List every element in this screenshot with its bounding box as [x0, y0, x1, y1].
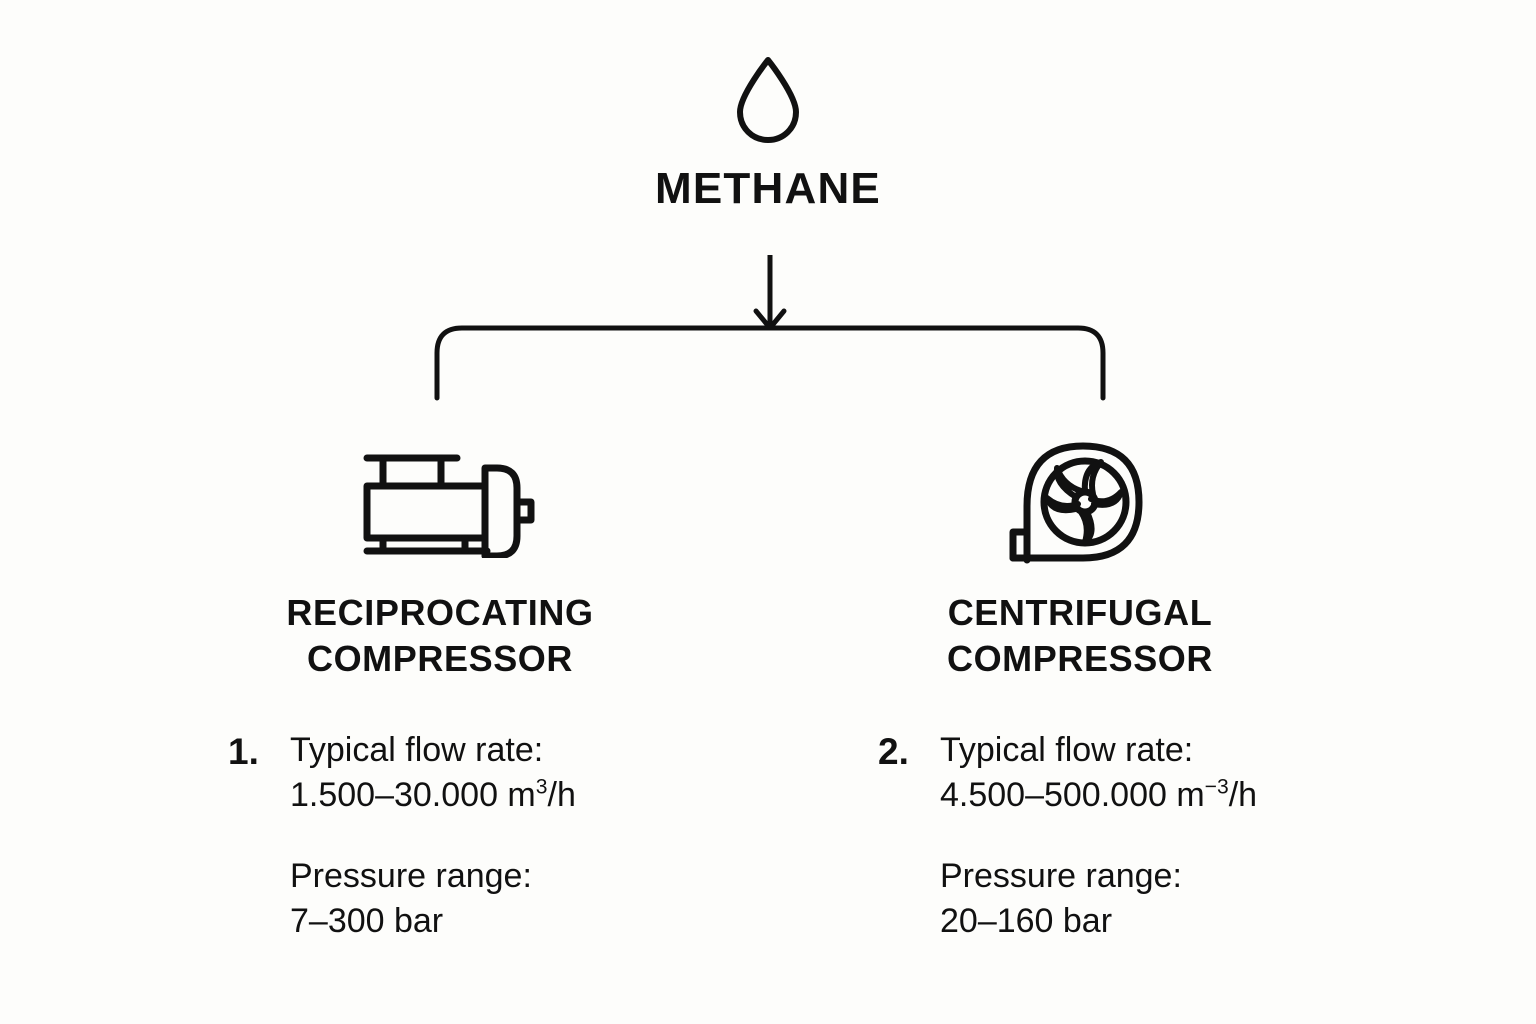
spec-group-flow-rate: Typical flow rate: 4.500–500.000 m−3/h — [940, 728, 1257, 818]
spec-lines: Typical flow rate: 4.500–500.000 m−3/h P… — [940, 728, 1257, 944]
impeller-blades-icon — [1044, 459, 1124, 545]
spec-value: 20–160 bar — [940, 899, 1257, 944]
spec-value-prefix: 20–160 bar — [940, 901, 1113, 940]
spec-value: 7–300 bar — [290, 899, 576, 944]
branch-title-line-2: COMPRESSOR — [946, 638, 1214, 680]
spec-group-pressure-range: Pressure range: 20–160 bar — [940, 854, 1257, 944]
split-bar — [434, 325, 1106, 401]
branch-reciprocating: RECIPROCATING COMPRESSOR 1. Typical flow… — [160, 432, 720, 944]
branch-centrifugal: CENTRIFUGAL COMPRESSOR 2. Typical flow r… — [800, 432, 1360, 944]
reciprocating-compressor-icon — [363, 454, 535, 558]
spec-group-pressure-range: Pressure range: 7–300 bar — [290, 854, 576, 944]
spec-block: 1. Typical flow rate: 1.500–30.000 m3/h … — [160, 728, 720, 944]
spec-value-prefix: 4.500–500.000 m — [940, 776, 1205, 815]
spec-value-sup: −3 — [1204, 775, 1229, 799]
branch-title: RECIPROCATING COMPRESSOR — [160, 590, 720, 682]
branch-title-line-1: RECIPROCATING — [286, 592, 594, 633]
spec-value-sup: 3 — [535, 775, 548, 799]
branch-icon-wrap — [160, 432, 720, 572]
spec-block: 2. Typical flow rate: 4.500–500.000 m−3/… — [800, 728, 1360, 944]
spec-label: Typical flow rate: — [940, 731, 1194, 770]
source-label: METHANE — [655, 164, 881, 213]
centrifugal-compressor-icon — [1009, 442, 1143, 564]
spec-value-suffix: /h — [1228, 776, 1258, 815]
water-droplet-icon — [737, 57, 799, 143]
spec-value-prefix: 7–300 bar — [290, 901, 444, 940]
spec-value-suffix: /h — [547, 776, 576, 815]
spec-label: Typical flow rate: — [290, 731, 544, 770]
branch-connector — [434, 255, 1106, 401]
branch-title-line-1: CENTRIFUGAL — [947, 592, 1213, 633]
spec-label: Pressure range: — [290, 856, 532, 895]
branch-title: CENTRIFUGAL COMPRESSOR — [800, 590, 1360, 682]
spec-value: 4.500–500.000 m−3/h — [940, 773, 1257, 818]
branch-title-line-2: COMPRESSOR — [306, 638, 574, 680]
spec-group-flow-rate: Typical flow rate: 1.500–30.000 m3/h — [290, 728, 576, 818]
branch-icon-wrap — [800, 432, 1360, 572]
spec-value-prefix: 1.500–30.000 m — [290, 776, 536, 815]
source-node: METHANE — [568, 55, 968, 211]
spec-lines: Typical flow rate: 1.500–30.000 m3/h Pre… — [290, 728, 576, 944]
spec-number: 2. — [878, 731, 909, 773]
spec-label: Pressure range: — [940, 856, 1182, 895]
spec-value: 1.500–30.000 m3/h — [290, 773, 576, 818]
spec-number: 1. — [228, 731, 259, 773]
